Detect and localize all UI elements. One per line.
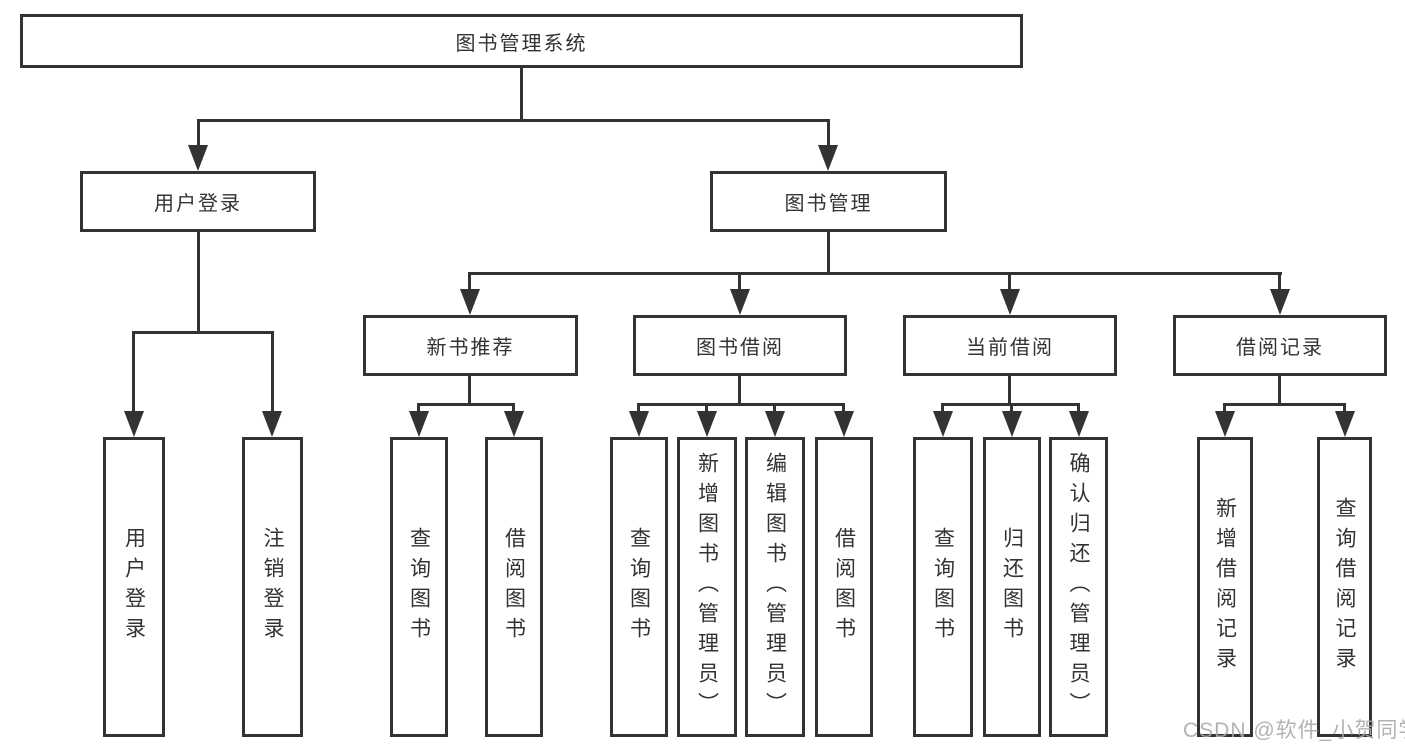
leaf-label: 注销登录 bbox=[261, 527, 284, 647]
leaf-label: 新增借阅记录 bbox=[1213, 497, 1237, 677]
node-confirm-return-admin: 确认归还（管理员） bbox=[1049, 437, 1108, 737]
connector-line bbox=[417, 403, 420, 417]
node-new-book-recommend: 新书推荐 bbox=[363, 315, 578, 376]
connector-line bbox=[1077, 403, 1080, 417]
node-add-books-admin: 新增图书（管理员） bbox=[677, 437, 737, 737]
leaf-label: 借阅图书 bbox=[832, 527, 856, 647]
node-query-books-borrow: 查询图书 bbox=[610, 437, 668, 737]
arrow-down-icon bbox=[409, 411, 429, 437]
node-query-books-current: 查询图书 bbox=[913, 437, 973, 737]
connector-line bbox=[1223, 403, 1226, 417]
connector-line bbox=[468, 376, 471, 406]
arrow-down-icon bbox=[818, 145, 838, 171]
connector-line bbox=[738, 272, 741, 294]
node-logout-leaf: 注销登录 bbox=[242, 437, 303, 737]
leaf-label: 确认归还（管理员） bbox=[1067, 452, 1090, 722]
arrow-down-icon bbox=[765, 411, 785, 437]
connector-line bbox=[941, 403, 944, 417]
arrow-down-icon bbox=[460, 289, 480, 315]
node-borrow-books-recommend: 借阅图书 bbox=[485, 437, 543, 737]
connector-line bbox=[197, 119, 830, 122]
connector-line bbox=[827, 119, 830, 151]
connector-line bbox=[738, 376, 741, 406]
arrow-down-icon bbox=[262, 411, 282, 437]
node-edit-books-admin: 编辑图书（管理员） bbox=[745, 437, 805, 737]
connector-line bbox=[512, 403, 515, 417]
connector-line bbox=[1008, 376, 1011, 406]
connector-line bbox=[133, 331, 274, 334]
arrow-down-icon bbox=[504, 411, 524, 437]
leaf-label: 编辑图书（管理员） bbox=[763, 452, 787, 722]
arrow-down-icon bbox=[730, 289, 750, 315]
leaf-label: 新增图书（管理员） bbox=[695, 452, 719, 722]
arrow-down-icon bbox=[629, 411, 649, 437]
connector-line bbox=[132, 331, 135, 417]
node-root: 图书管理系统 bbox=[20, 14, 1023, 68]
leaf-label: 借阅图书 bbox=[502, 527, 526, 647]
connector-line bbox=[637, 403, 845, 406]
leaf-label: 查询图书 bbox=[407, 527, 431, 647]
connector-line bbox=[469, 272, 1282, 275]
arrow-down-icon bbox=[1000, 289, 1020, 315]
node-book-borrow: 图书借阅 bbox=[633, 315, 847, 376]
leaf-label: 用户登录 bbox=[122, 527, 146, 647]
csdn-watermark: CSDN @软件_小贺同学 bbox=[1183, 719, 1405, 742]
connector-line bbox=[271, 331, 274, 417]
arrow-down-icon bbox=[1335, 411, 1355, 437]
connector-line bbox=[637, 403, 640, 417]
connector-line bbox=[1010, 403, 1013, 417]
node-query-borrow-record: 查询借阅记录 bbox=[1317, 437, 1372, 737]
arrow-down-icon bbox=[188, 145, 208, 171]
arrow-down-icon bbox=[697, 411, 717, 437]
node-current-borrow: 当前借阅 bbox=[903, 315, 1117, 376]
arrow-down-icon bbox=[1270, 289, 1290, 315]
connector-line bbox=[1278, 272, 1281, 294]
leaf-label: 查询借阅记录 bbox=[1333, 497, 1356, 677]
node-return-books: 归还图书 bbox=[983, 437, 1041, 737]
arrow-down-icon bbox=[933, 411, 953, 437]
connector-line bbox=[520, 68, 523, 120]
leaf-label: 查询图书 bbox=[931, 527, 955, 647]
connector-line bbox=[1343, 403, 1346, 417]
arrow-down-icon bbox=[1002, 411, 1022, 437]
leaf-label: 归还图书 bbox=[1000, 527, 1024, 647]
node-borrow-books-leaf: 借阅图书 bbox=[815, 437, 873, 737]
connector-line bbox=[468, 272, 471, 294]
connector-line bbox=[1223, 403, 1345, 406]
node-add-borrow-record: 新增借阅记录 bbox=[1197, 437, 1253, 737]
connector-line bbox=[705, 403, 708, 417]
arrow-down-icon bbox=[124, 411, 144, 437]
arrow-down-icon bbox=[834, 411, 854, 437]
connector-line bbox=[773, 403, 776, 417]
node-book-management: 图书管理 bbox=[710, 171, 947, 232]
node-query-books-recommend: 查询图书 bbox=[390, 437, 448, 737]
leaf-label: 查询图书 bbox=[627, 527, 651, 647]
connector-line bbox=[842, 403, 845, 417]
connector-line bbox=[1008, 272, 1011, 294]
arrow-down-icon bbox=[1069, 411, 1089, 437]
connector-line bbox=[1278, 376, 1281, 406]
connector-line bbox=[827, 232, 830, 275]
connector-line bbox=[197, 119, 200, 151]
arrow-down-icon bbox=[1215, 411, 1235, 437]
connector-line bbox=[197, 232, 200, 333]
node-user-login: 用户登录 bbox=[80, 171, 316, 232]
connector-line bbox=[417, 403, 515, 406]
node-user-login-leaf: 用户登录 bbox=[103, 437, 165, 737]
node-borrow-records: 借阅记录 bbox=[1173, 315, 1387, 376]
